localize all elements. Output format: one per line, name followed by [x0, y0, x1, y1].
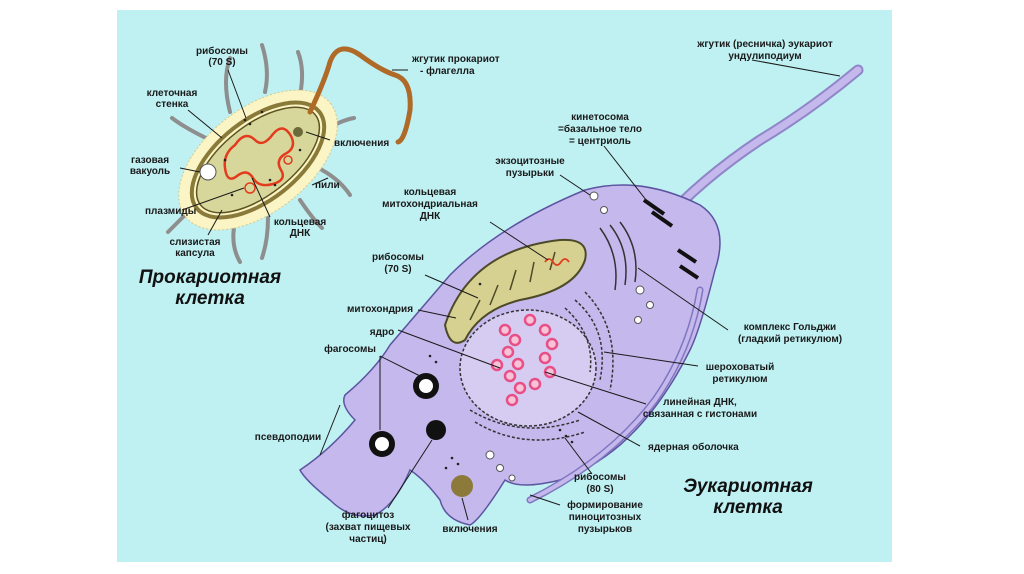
- prokaryote-labels: рибосомы (70 S) клеточная стенка газовая…: [130, 45, 500, 309]
- label-rough-er: шероховатый: [706, 362, 774, 373]
- eukaryote-labels: жгутик (ресничка) эукариот ундулиподиум …: [255, 39, 842, 545]
- label-ribosomes-70-2: (70 S): [384, 264, 411, 275]
- label-kinetosome: кинетосома: [571, 112, 629, 123]
- label-phagocytosis-2: (захват пищевых: [326, 522, 411, 533]
- eukaryote-title-2: клетка: [713, 497, 783, 518]
- food-particle: [426, 420, 446, 440]
- phagosomes: [369, 373, 439, 457]
- label-pseudopodia: псевдоподии: [255, 432, 321, 443]
- nuclear-envelope: [459, 309, 597, 427]
- label-flagellum-2: - флагелла: [420, 65, 475, 77]
- label-ring-dna: кольцевая: [274, 217, 327, 228]
- label-euk-flagellum: жгутик (ресничка) эукариот: [696, 39, 833, 50]
- eukaryote-title: Эукариотная: [683, 476, 813, 497]
- vesicles: [485, 191, 654, 482]
- label-kinetosome-3: = центриоль: [569, 136, 631, 147]
- label-cell-wall-2: стенка: [156, 99, 189, 110]
- label-linear-dna-2: связанная с гистонами: [643, 409, 757, 420]
- prokaryote-flagellum: [307, 46, 413, 145]
- mitochondrial-dna: [544, 258, 570, 266]
- gas-vacuole: [199, 163, 217, 181]
- label-nuclear-envelope: ядерная оболочка: [648, 441, 739, 453]
- label-mito-dna: кольцевая: [404, 187, 457, 198]
- label-pinocytosis-2: пиноцитозных: [569, 512, 642, 523]
- prokaryote-cell: [166, 43, 413, 264]
- label-ribosomes-70: рибосомы: [372, 251, 424, 263]
- free-ribosomes: [428, 282, 574, 470]
- label-ring-dna-2: ДНК: [290, 228, 311, 239]
- kinetosomes: [642, 198, 700, 280]
- label-inclusions: включения: [334, 138, 389, 149]
- label-pinocytosis-3: пузырьков: [578, 524, 632, 535]
- cell-wall: [189, 100, 327, 220]
- label-golgi: комплекс Гольджи: [744, 322, 836, 333]
- label-ribosomes: рибосомы: [196, 45, 248, 57]
- label-ribosomes-80: рибосомы: [574, 471, 626, 483]
- label-euk-inclusions: включения: [442, 524, 497, 535]
- label-rough-er-2: ретикулюм: [712, 374, 767, 385]
- label-gas-vacuole: газовая: [131, 155, 169, 166]
- nucleus: [459, 309, 597, 427]
- plasmid: [244, 182, 256, 194]
- label-exocytosis-2: пузырьки: [506, 168, 554, 179]
- label-phagosomes: фагосомы: [324, 343, 376, 355]
- prokaryote-leader-lines: [179, 69, 408, 236]
- golgi-complex: [599, 221, 637, 291]
- prokaryote-title-2: клетка: [175, 288, 245, 309]
- eukaryote-leader-lines: [319, 59, 841, 521]
- label-pili: пили: [315, 180, 340, 191]
- label-mito-dna-3: ДНК: [420, 211, 441, 222]
- plasmid: [283, 155, 293, 165]
- inclusion: [293, 127, 303, 137]
- label-plasmids: плазмиды: [145, 206, 196, 217]
- label-flagellum: жгутик прокариот: [411, 54, 500, 65]
- label-ribosomes-80-2: (80 S): [586, 484, 613, 495]
- rough-er: [469, 291, 614, 441]
- label-capsule-2: капсула: [175, 248, 215, 259]
- label-linear-dna: линейная ДНК,: [663, 397, 737, 408]
- label-golgi-2: (гладкий ретикулюм): [738, 334, 842, 345]
- label-mitochondrion: митохондрия: [347, 304, 413, 315]
- label-phagocytosis-3: частиц): [349, 534, 386, 545]
- label-euk-flagellum-2: ундулиподиум: [728, 51, 801, 62]
- label-pinocytosis: формирование: [567, 499, 643, 511]
- eukaryote-cell: [299, 64, 864, 526]
- label-cell-wall: клеточная: [147, 88, 198, 99]
- label-ribosomes-size: (70 S): [208, 57, 235, 68]
- label-kinetosome-2: =базальное тело: [558, 123, 642, 135]
- inclusion: [451, 475, 473, 497]
- prokaryote-title: Прокариотная: [139, 267, 281, 288]
- ring-dna: [223, 127, 295, 187]
- mitochondrion: [443, 238, 587, 344]
- label-phagocytosis: фагоцитоз: [342, 509, 394, 521]
- label-exocytosis: экзоцитозные: [495, 156, 565, 167]
- label-nucleus: ядро: [370, 327, 394, 338]
- label-capsule: слизистая: [169, 237, 220, 248]
- label-gas-vacuole-2: вакуоль: [130, 166, 170, 177]
- ribosomes: [223, 110, 302, 197]
- label-mito-dna-2: митохондриальная: [382, 199, 478, 210]
